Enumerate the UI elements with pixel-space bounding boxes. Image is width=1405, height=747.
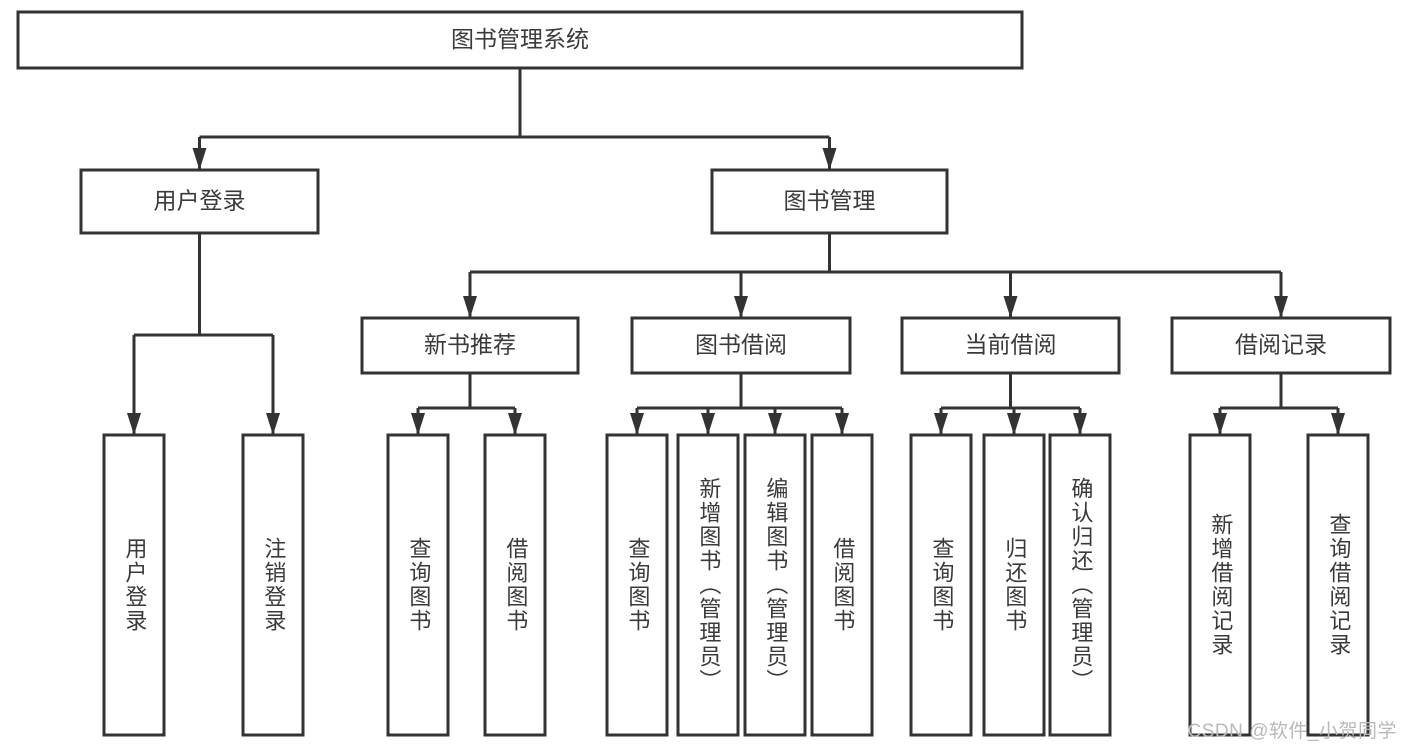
node-label-current-borrow: 当前借阅 — [965, 332, 1057, 358]
arrow-head-icon — [463, 296, 477, 318]
node-label-book-management: 图书管理 — [784, 188, 876, 214]
node-box-leaf-borrow-borrow-book[interactable] — [810, 433, 874, 737]
node-boxes — [16, 10, 1392, 737]
arrow-head-icon — [734, 296, 748, 318]
arrow-head-icon — [1007, 413, 1021, 435]
arrow-head-icon — [192, 148, 207, 170]
watermark-text: CSDN @软件_小贺同学 — [1187, 721, 1397, 742]
arrow-head-icon — [934, 413, 948, 435]
node-box-leaf-borrow-edit-book[interactable] — [743, 433, 807, 737]
node-box-new-book-recommend[interactable] — [360, 316, 580, 375]
arrow-head-icon — [508, 413, 522, 435]
node-box-leaf-recommend-borrow-book[interactable] — [483, 433, 547, 737]
arrow-head-icon — [1331, 413, 1345, 435]
node-box-root[interactable] — [16, 10, 1024, 70]
arrow-head-icon — [1213, 413, 1227, 435]
arrow-head-icon — [266, 413, 280, 435]
arrow-head-icon — [1073, 413, 1087, 435]
node-box-leaf-records-query-record[interactable] — [1306, 433, 1370, 737]
node-label-borrow-records: 借阅记录 — [1235, 332, 1327, 358]
arrow-head-icon — [127, 413, 141, 435]
node-box-leaf-recommend-query-book[interactable] — [386, 433, 450, 737]
node-box-borrow-records[interactable] — [1170, 316, 1392, 375]
node-label-new-book-recommend: 新书推荐 — [424, 332, 516, 358]
arrow-head-icon — [835, 413, 849, 435]
arrow-head-icon — [701, 413, 715, 435]
arrow-head-icon — [630, 413, 644, 435]
node-box-book-management[interactable] — [710, 168, 949, 235]
connector-lines — [127, 68, 1345, 435]
node-box-leaf-user-logout[interactable] — [241, 433, 305, 737]
arrow-head-icon — [1274, 296, 1288, 318]
node-box-user-login[interactable] — [79, 168, 320, 235]
node-box-leaf-current-confirm-return[interactable] — [1048, 433, 1112, 737]
node-box-leaf-user-login[interactable] — [102, 433, 166, 737]
node-box-book-borrow[interactable] — [630, 316, 852, 375]
node-box-leaf-borrow-query-book[interactable] — [605, 433, 669, 737]
node-label-book-borrow: 图书借阅 — [695, 332, 787, 358]
arrow-head-icon — [768, 413, 782, 435]
node-box-leaf-records-add-record[interactable] — [1188, 433, 1252, 737]
node-box-current-borrow[interactable] — [900, 316, 1121, 375]
arrow-head-icon — [822, 148, 837, 170]
arrow-head-icon — [1003, 296, 1018, 318]
node-box-leaf-current-query-book[interactable] — [909, 433, 973, 737]
node-label-root: 图书管理系统 — [451, 26, 589, 52]
arrow-head-icon — [411, 413, 425, 435]
node-box-leaf-borrow-add-book[interactable] — [676, 433, 740, 737]
node-label-user-login: 用户登录 — [154, 188, 246, 214]
node-box-leaf-current-return-book[interactable] — [982, 433, 1046, 737]
